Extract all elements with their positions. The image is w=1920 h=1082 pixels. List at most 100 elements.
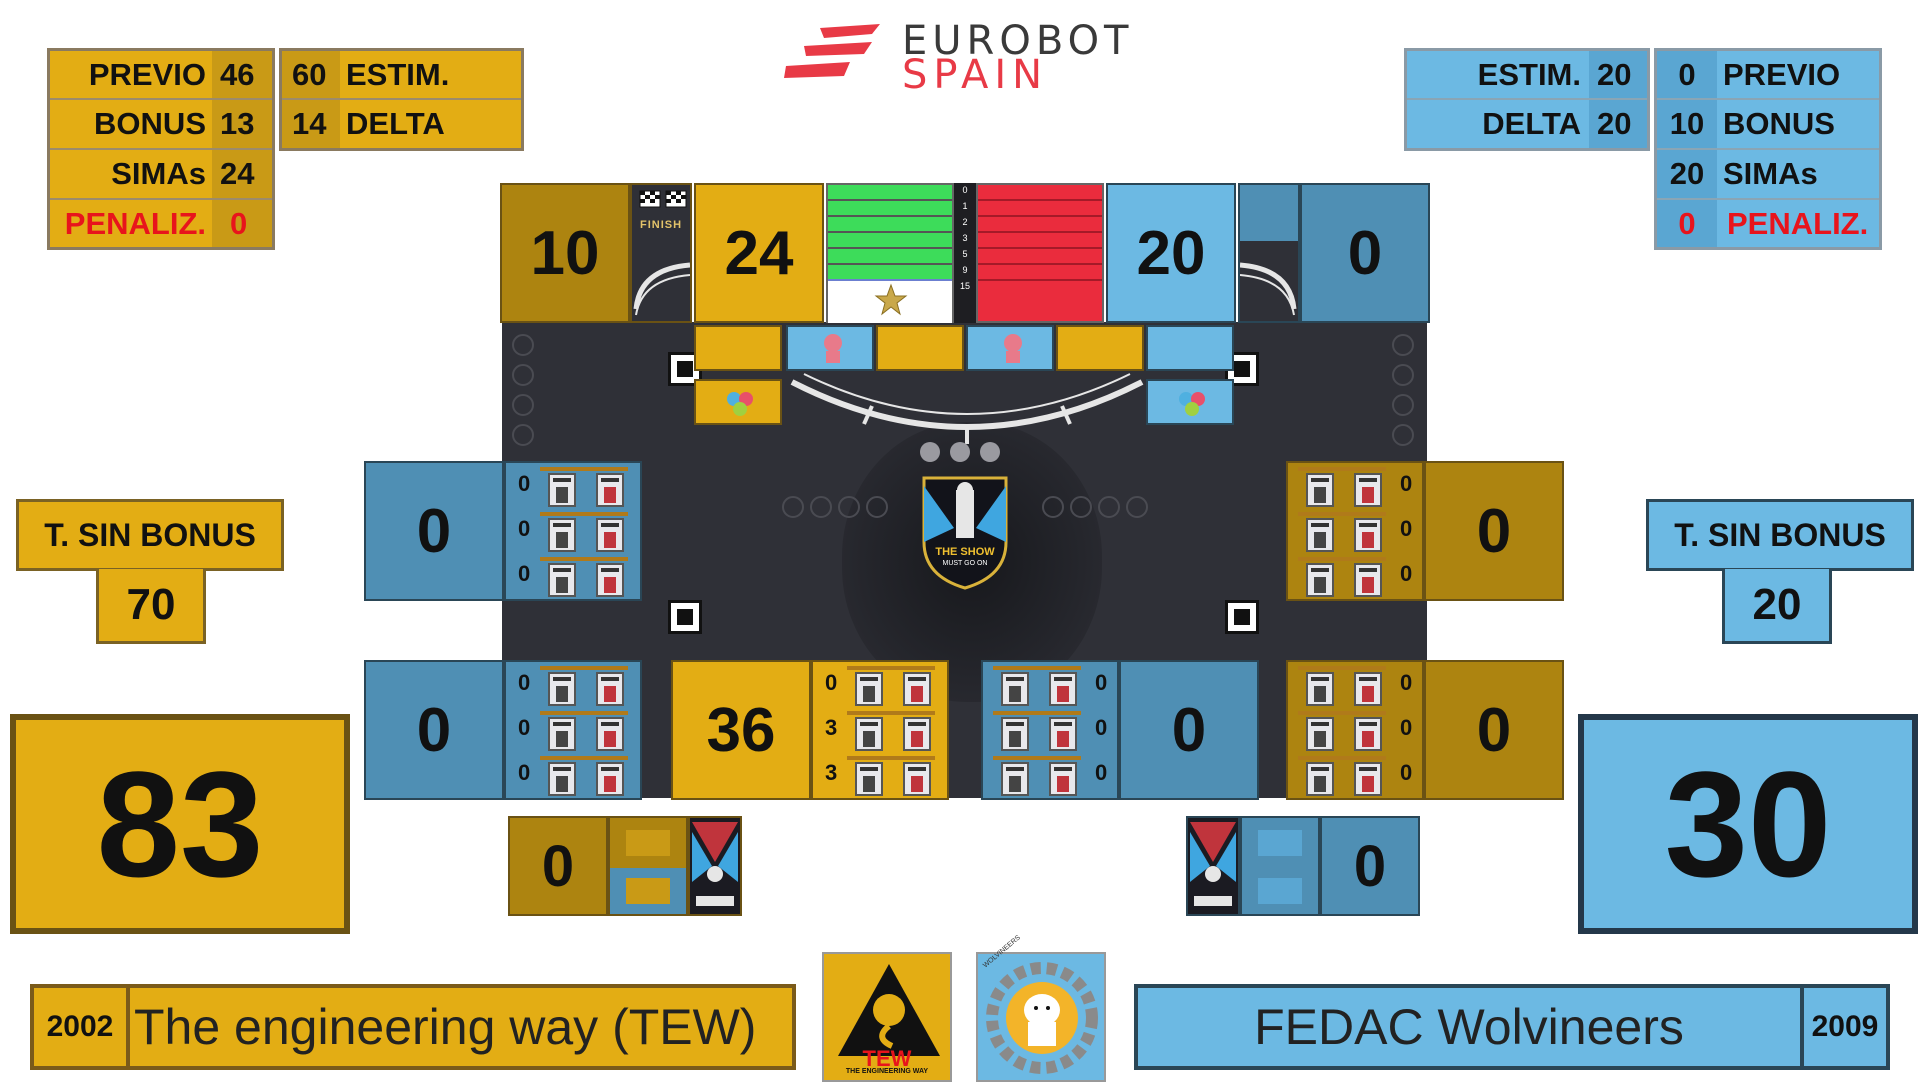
mid-yellow-score: 36 xyxy=(671,660,811,800)
blue-penaliz-label: PENALIZ. xyxy=(1727,205,1869,241)
can-icon xyxy=(1306,717,1334,751)
blue-finish-panel xyxy=(1238,183,1300,323)
blue-team-year: 2009 xyxy=(1800,988,1886,1066)
stack-count: 0 xyxy=(1400,516,1413,541)
finish-track-icon xyxy=(633,262,690,316)
yellow-slot xyxy=(694,325,782,371)
can-icon xyxy=(855,717,883,751)
stack-count: 0 xyxy=(518,760,531,785)
left-upper-stack: 0 0 0 xyxy=(504,461,642,601)
red-progress-bar xyxy=(976,183,1104,323)
scale-tick: 2 xyxy=(962,217,968,227)
field-dot xyxy=(1392,424,1414,446)
can-icon xyxy=(903,672,931,706)
yellow-estim-label: ESTIM. xyxy=(340,51,521,100)
yellow-fan-slot xyxy=(694,379,782,425)
stack-count: 0 xyxy=(1400,760,1413,785)
field-arc-markings xyxy=(790,373,1144,444)
bottom-yellow-score: 0 xyxy=(508,816,608,916)
can-icon xyxy=(1001,717,1029,751)
stack-slot: 0 xyxy=(987,666,1107,708)
stack-slot: 0 xyxy=(1292,512,1412,554)
top-yellow-score: 24 xyxy=(694,183,824,323)
yellow-total-score: 83 xyxy=(10,714,350,934)
sponsor-icon xyxy=(950,442,970,462)
yellow-estim-panel: 60 ESTIM. 14 DELTA xyxy=(279,48,524,151)
yellow-team-year: 2002 xyxy=(34,988,130,1066)
poster-icon xyxy=(692,822,738,906)
mid-blue-score: 0 xyxy=(1119,660,1259,800)
blue-bonus-label: BONUS xyxy=(1717,100,1879,150)
yellow-estim-value: 60 xyxy=(282,51,340,100)
yellow-bonus-label: BONUS xyxy=(50,100,212,150)
left-upper-score: 0 xyxy=(364,461,504,601)
right-upper-stack: 0 0 0 xyxy=(1286,461,1424,601)
blue-bonus-value: 10 xyxy=(1657,100,1717,150)
field-dot xyxy=(1392,394,1414,416)
blue-estim-panel: ESTIM. 20 DELTA 20 xyxy=(1404,48,1650,151)
stack-count: 3 xyxy=(825,715,838,740)
finish-label: FINISH xyxy=(639,219,683,231)
blue-simas-label: SIMAs xyxy=(1717,150,1879,200)
brand-line-1: EUROBOT xyxy=(902,18,1134,64)
field-dot xyxy=(512,394,534,416)
can-icon xyxy=(1306,762,1334,796)
field-dot xyxy=(1392,334,1414,356)
can-icon xyxy=(1049,717,1077,751)
can-icon xyxy=(1049,762,1077,796)
can-icon xyxy=(1049,672,1077,706)
field-dot xyxy=(512,364,534,386)
can-icon xyxy=(548,473,576,507)
blue-team-logo: WOLVINEERS xyxy=(976,934,1106,1082)
star-icon xyxy=(874,283,908,316)
blue-stats-panel: 0 PREVIO 10 BONUS 20 SIMAs 0 PENALIZ. xyxy=(1654,48,1882,250)
stack-count: 0 xyxy=(518,670,531,695)
can-icon xyxy=(596,518,624,552)
stack-slot: 0 xyxy=(518,557,638,599)
yellow-team-logo: TEW THE ENGINEERING WAY xyxy=(822,952,952,1082)
blue-estim-value: 20 xyxy=(1589,51,1647,100)
show-title: THE SHOW xyxy=(935,546,995,558)
can-icon xyxy=(1354,762,1382,796)
can-icon xyxy=(1306,518,1334,552)
wolf-gear-icon xyxy=(986,962,1098,1074)
score-scale: 0 1 2 3 5 9 15 xyxy=(954,183,976,323)
blue-simas-value: 20 xyxy=(1657,150,1717,200)
yellow-penaliz-label: PENALIZ. xyxy=(64,205,206,241)
stack-slot: 3 xyxy=(825,711,945,753)
can-icon xyxy=(1306,563,1334,597)
stack-count: 0 xyxy=(518,516,531,541)
stack-slot: 0 xyxy=(518,756,638,798)
stack-count: 0 xyxy=(518,561,531,586)
blue-t-sin-bonus-value: 20 xyxy=(1722,569,1832,644)
can-icon xyxy=(1354,518,1382,552)
blue-slot-robot xyxy=(966,325,1054,371)
bottom-blue-banner-slot xyxy=(1240,816,1320,916)
yellow-t-sin-bonus-label: T. SIN BONUS xyxy=(16,499,284,571)
scale-tick: 5 xyxy=(962,249,968,259)
top-blue-score: 20 xyxy=(1106,183,1236,323)
right-lower-score: 0 xyxy=(1424,660,1564,800)
blue-total-score: 30 xyxy=(1578,714,1918,934)
field-dot xyxy=(782,496,804,518)
can-icon xyxy=(548,672,576,706)
stack-slot: 0 xyxy=(825,666,945,708)
stack-slot: 0 xyxy=(518,512,638,554)
bottom-yellow-banner-slot xyxy=(608,816,688,916)
stack-count: 0 xyxy=(1095,670,1108,695)
can-icon xyxy=(855,672,883,706)
field-dot xyxy=(866,496,888,518)
robot-icon xyxy=(1004,334,1022,363)
yellow-t-sin-bonus-value: 70 xyxy=(96,569,206,644)
can-icon xyxy=(596,762,624,796)
blue-t-sin-bonus-label: T. SIN BONUS xyxy=(1646,499,1914,571)
top-yellow-left-score: 10 xyxy=(500,183,630,323)
field-dot xyxy=(838,496,860,518)
stack-count: 0 xyxy=(1400,670,1413,695)
field-dot xyxy=(512,334,534,356)
sponsor-icon xyxy=(980,442,1000,462)
can-icon xyxy=(548,563,576,597)
can-icon xyxy=(1354,672,1382,706)
can-icon xyxy=(1354,717,1382,751)
can-icon xyxy=(596,672,624,706)
